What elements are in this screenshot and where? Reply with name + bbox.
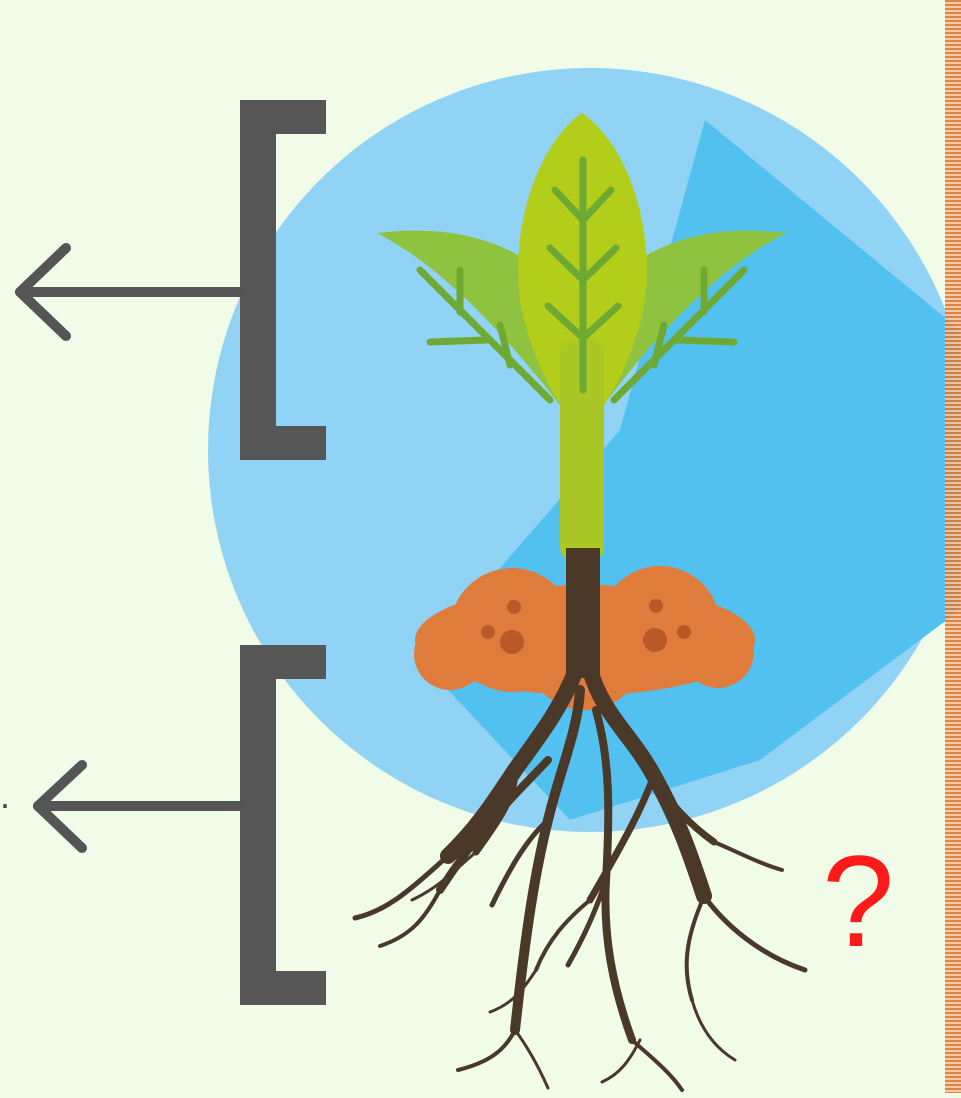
- question-mark: ?: [822, 836, 894, 966]
- top-arrow-icon: [20, 248, 240, 336]
- bottom-arrow-icon: [38, 765, 240, 848]
- left-edge-dot: .: [0, 778, 10, 814]
- right-decorative-border: [945, 0, 961, 1093]
